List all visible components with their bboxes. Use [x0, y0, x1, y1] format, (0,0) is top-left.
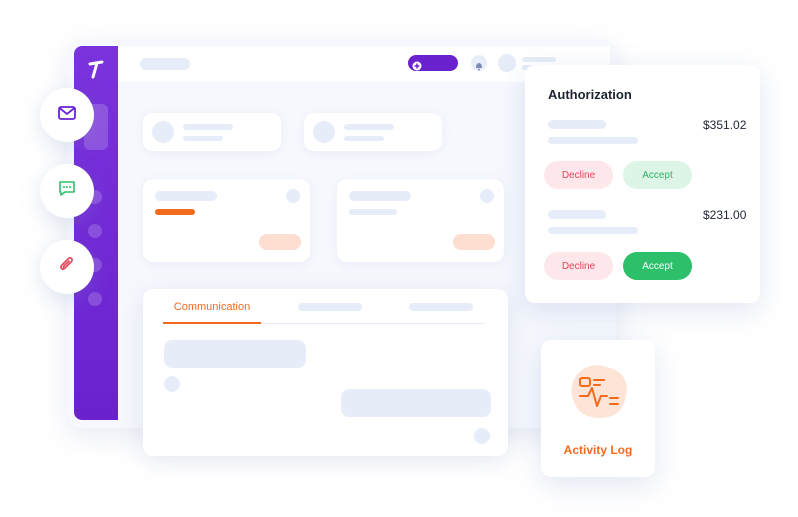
message-avatar — [474, 428, 490, 444]
activity-log-label: Activity Log — [563, 443, 633, 457]
user-name-placeholder — [522, 57, 556, 62]
accept-button[interactable]: Accept — [623, 161, 692, 189]
summary-avatar — [152, 121, 174, 143]
task-title-placeholder — [155, 191, 217, 201]
activity-log-icon — [566, 362, 632, 427]
authorization-panel: Authorization $351.02 Decline Accept $23… — [525, 65, 760, 303]
task-sub-placeholder — [349, 209, 397, 215]
authorization-title: Authorization — [548, 87, 632, 102]
mail-button[interactable] — [40, 88, 94, 142]
app-logo-icon[interactable] — [86, 58, 106, 85]
communication-panel: Communication — [143, 289, 508, 456]
activity-log-card[interactable]: Activity Log — [541, 340, 655, 477]
add-button[interactable] — [408, 55, 458, 71]
request-amount: $231.00 — [703, 208, 747, 222]
message-bubble-outgoing — [341, 389, 491, 417]
task-card — [143, 179, 310, 262]
summary-card — [304, 113, 442, 151]
tab-placeholder[interactable] — [298, 303, 362, 311]
request-sub-placeholder — [548, 227, 638, 234]
request-name-placeholder — [548, 210, 606, 219]
attachment-icon — [58, 256, 76, 279]
breadcrumb-placeholder — [140, 58, 190, 70]
tab-communication[interactable]: Communication — [163, 301, 261, 323]
priority-bar — [155, 209, 195, 215]
request-name-placeholder — [548, 120, 606, 129]
decline-button[interactable]: Decline — [544, 252, 613, 280]
attachment-button[interactable] — [40, 240, 94, 294]
summary-card — [143, 113, 281, 151]
request-sub-placeholder — [548, 137, 638, 144]
task-tag[interactable] — [259, 234, 301, 250]
bell-icon — [475, 58, 483, 76]
task-status-dot — [480, 189, 494, 203]
task-tag[interactable] — [453, 234, 495, 250]
mail-icon — [58, 105, 76, 125]
task-status-dot — [286, 189, 300, 203]
sidebar-item[interactable] — [88, 292, 102, 306]
plus-icon — [412, 58, 422, 76]
summary-sub-placeholder — [344, 136, 384, 141]
request-amount: $351.02 — [703, 118, 747, 132]
tab-placeholder[interactable] — [409, 303, 473, 311]
tab-active-underline — [163, 322, 261, 324]
summary-title-placeholder — [344, 124, 394, 130]
task-title-placeholder — [349, 191, 411, 201]
tab-divider — [261, 323, 485, 324]
summary-avatar — [313, 121, 335, 143]
decline-button[interactable]: Decline — [544, 161, 613, 189]
chat-button[interactable] — [40, 164, 94, 218]
task-card — [337, 179, 504, 262]
message-bubble-incoming — [164, 340, 306, 368]
avatar[interactable] — [498, 54, 516, 72]
tab-communication-label: Communication — [173, 301, 251, 313]
summary-sub-placeholder — [183, 136, 223, 141]
accept-button[interactable]: Accept — [623, 252, 692, 280]
chat-icon — [58, 180, 76, 203]
notification-button[interactable] — [471, 55, 487, 71]
summary-title-placeholder — [183, 124, 233, 130]
sidebar-item[interactable] — [88, 224, 102, 238]
message-avatar — [164, 376, 180, 392]
